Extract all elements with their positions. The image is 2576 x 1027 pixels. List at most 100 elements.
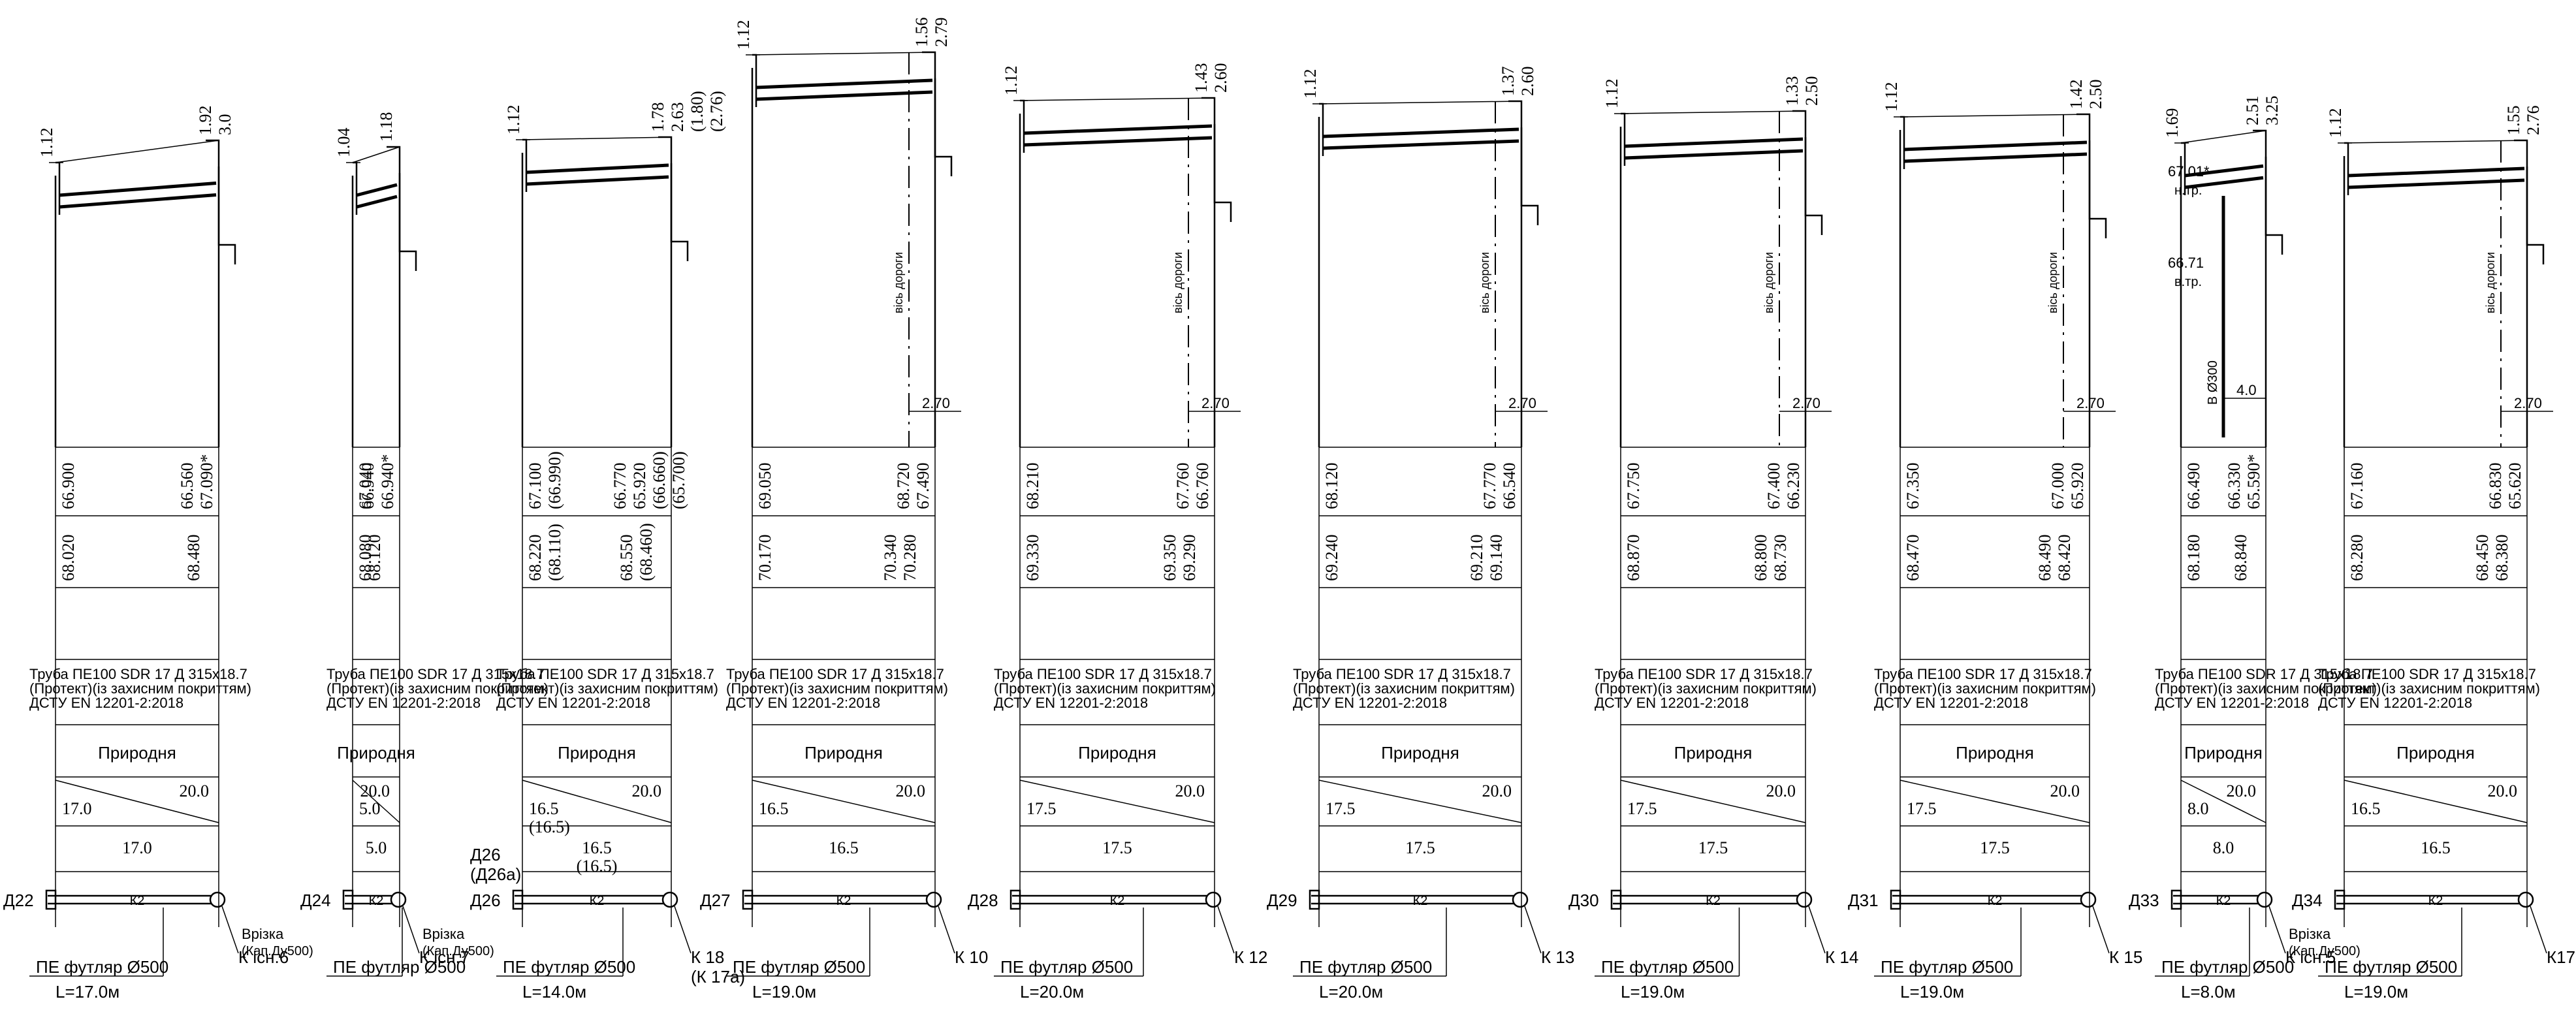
slope-diagonal [2180, 780, 2266, 823]
pipe-code: К2 [130, 894, 145, 908]
wall-step [1201, 97, 1232, 222]
well-symbol [2080, 891, 2097, 908]
offset-label: 2.70 [922, 395, 950, 411]
design-level-left: 67.160 [2347, 463, 2366, 510]
design-level-left: 66.490 [2184, 463, 2203, 510]
design-level-right: 66.760 [1193, 463, 1212, 510]
ground-level-right: 69.290 [1180, 535, 1199, 582]
design-level-right: 66.830 [2486, 463, 2505, 510]
well-leader [402, 906, 420, 954]
cover-label: ПЕ футляр Ø500 [1000, 957, 1133, 977]
pipe-title-line1: Труба ПЕ100 SDR 17 Д 315x18.7 [1293, 666, 1511, 682]
design-level-right: 66.330 [2225, 463, 2244, 510]
top-depth-right: 1.42 [2067, 80, 2086, 110]
ground-level-right: 68.840 [2231, 535, 2250, 582]
wall-step [922, 51, 953, 176]
tie-in-label: Врізка [242, 926, 284, 942]
design-level-right: 67.400 [1764, 463, 1783, 510]
slope-lower-alt: (16.5) [529, 817, 570, 836]
well-leader [1808, 906, 1826, 954]
ground-level-right: 68.380 [2492, 535, 2511, 582]
slope-lower: 17.5 [1026, 799, 1057, 818]
pipe-title-line3: ДСТУ EN 12201-2:2018 [326, 695, 481, 711]
pipe-title-line1: Труба ПЕ100 SDR 17 Д 315x18.7 [994, 666, 1212, 682]
ground-level-right: 68.120 [365, 535, 384, 582]
pipe-section-upper [755, 78, 933, 89]
cover-label: ПЕ футляр Ø500 [2161, 957, 2294, 977]
top-depth-right: 1.56 [912, 18, 931, 48]
well-leader [1524, 906, 1542, 954]
well-symbol [925, 891, 942, 908]
pipe-end-cap [1890, 889, 1901, 910]
note-bottom-pipe: в.тр. [2174, 275, 2202, 289]
slope-mid: 8.0 [2213, 838, 2234, 857]
pipe-end-cap [512, 889, 524, 910]
deck-top-line [1900, 114, 2090, 118]
well-label: К існ.7 [419, 947, 469, 967]
slope-diagonal [1900, 780, 2090, 823]
length-label: L=14.0м [522, 982, 586, 1002]
profile-id: Д26 [470, 891, 501, 910]
slope-lower: 8.0 [2187, 799, 2209, 818]
well-label-alt: (К 17а) [691, 967, 745, 987]
pipe-title-line1: Труба ПЕ100 SDR 17 Д 315x18.7 [29, 666, 247, 682]
slope-mid: 17.0 [122, 838, 152, 857]
profile-id-main: Д26 [470, 845, 501, 864]
well-symbol [1205, 891, 1222, 908]
design-level-left: 68.120 [1322, 463, 1341, 510]
slope-diagonal [2344, 780, 2528, 823]
slope-mid: 17.5 [1698, 838, 1728, 857]
deck-top-line [1620, 110, 1806, 114]
ground-level-right: 68.480 [184, 535, 203, 582]
slope-upper: 20.0 [2227, 782, 2257, 800]
design-level-left-alt: (66.990) [545, 451, 564, 509]
pipe-code: К2 [1706, 894, 1721, 908]
soil-label: Природня [98, 743, 176, 763]
design-level-right: 65.620 [2505, 463, 2524, 510]
pipe-section-lower [2347, 178, 2525, 189]
tie-in-label: Врізка [422, 926, 465, 942]
well-label: К 12 [1234, 947, 1267, 967]
pipe-section-upper [1624, 137, 1804, 148]
slope-diagonal [1620, 780, 1806, 823]
ground-level-right: 70.340 [881, 535, 900, 582]
pipe-section-upper [356, 183, 398, 197]
design-level-right: 67.000 [2048, 463, 2067, 510]
pipe-title-line2: (Протект)(із захисним покриттям) [1293, 680, 1515, 697]
well-symbol [2256, 891, 2273, 908]
pipe-section-lower [356, 195, 398, 209]
slope-mid: 16.5 [582, 838, 612, 857]
top-depth-right: 2.50 [1802, 76, 1821, 106]
pipe-title-line2: (Протект)(із захисним покриттям) [496, 680, 718, 697]
slope-lower: 17.0 [62, 799, 92, 818]
design-level-right: 66.940* [378, 454, 397, 510]
pipe-title-line1: Труба ПЕ100 SDR 17 Д 315x18.7 [726, 666, 944, 682]
tie-in-size: (Кап.Ду500) [422, 944, 494, 958]
top-depth-right: 2.63 [668, 103, 687, 133]
soil-label: Природня [558, 743, 636, 763]
deck-top-line [2344, 140, 2528, 144]
offset-label: 2.70 [1201, 395, 1230, 411]
well-symbol [1796, 891, 1813, 908]
top-depth-right: (2.76) [707, 91, 726, 132]
pipe-section-lower [1322, 139, 1519, 150]
pipe-title-line2: (Протект)(із захисним покриттям) [29, 680, 251, 697]
slope-lower: 17.5 [1627, 799, 1657, 818]
design-level-right: 66.940 [358, 463, 377, 510]
design-level-right: 66.560 [178, 463, 197, 510]
top-depth-left: 1.04 [334, 128, 353, 158]
length-label: L=20.0м [1020, 982, 1084, 1002]
design-level-right: 65.920 [2068, 463, 2087, 510]
design-level-left: 67.040 [356, 463, 375, 510]
pipe-end-cap [2171, 889, 2182, 910]
ground-level-right: 68.420 [2055, 535, 2074, 582]
design-level-right: 67.090* [197, 454, 216, 510]
slope-mid-alt: (16.5) [577, 857, 618, 876]
soil-label: Природня [1956, 743, 2034, 763]
soil-label: Природня [1078, 743, 1156, 763]
slope-lower: 17.5 [1907, 799, 1937, 818]
ground-level-left-alt: (68.110) [545, 524, 564, 581]
axis-road-label: вісь дороги [892, 252, 905, 313]
pipe-section-upper [2347, 166, 2525, 178]
